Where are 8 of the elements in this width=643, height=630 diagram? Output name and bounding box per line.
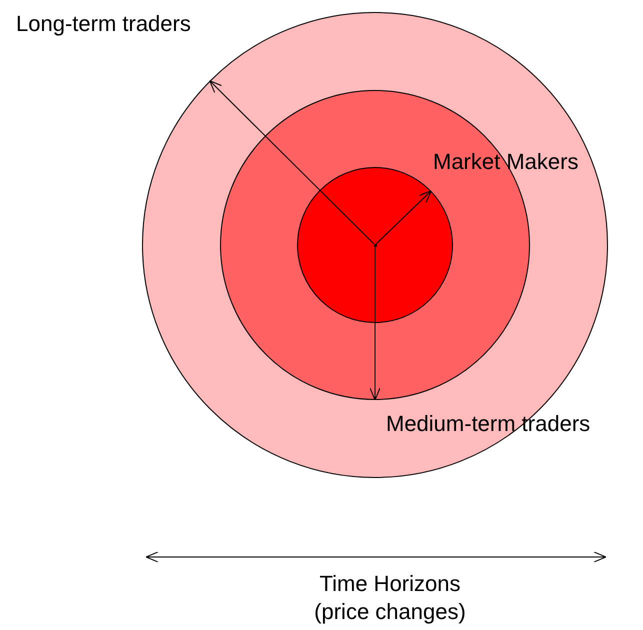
axis-caption: Time Horizons (price changes) bbox=[313, 570, 467, 626]
group-label: Long-term traders bbox=[16, 11, 191, 37]
group-label: Medium-term traders bbox=[386, 411, 590, 437]
arrow bbox=[370, 246, 380, 400]
arrow bbox=[376, 190, 432, 244]
center-point bbox=[374, 244, 376, 246]
group-label: Market Makers bbox=[433, 149, 578, 175]
arrow bbox=[209, 80, 374, 244]
